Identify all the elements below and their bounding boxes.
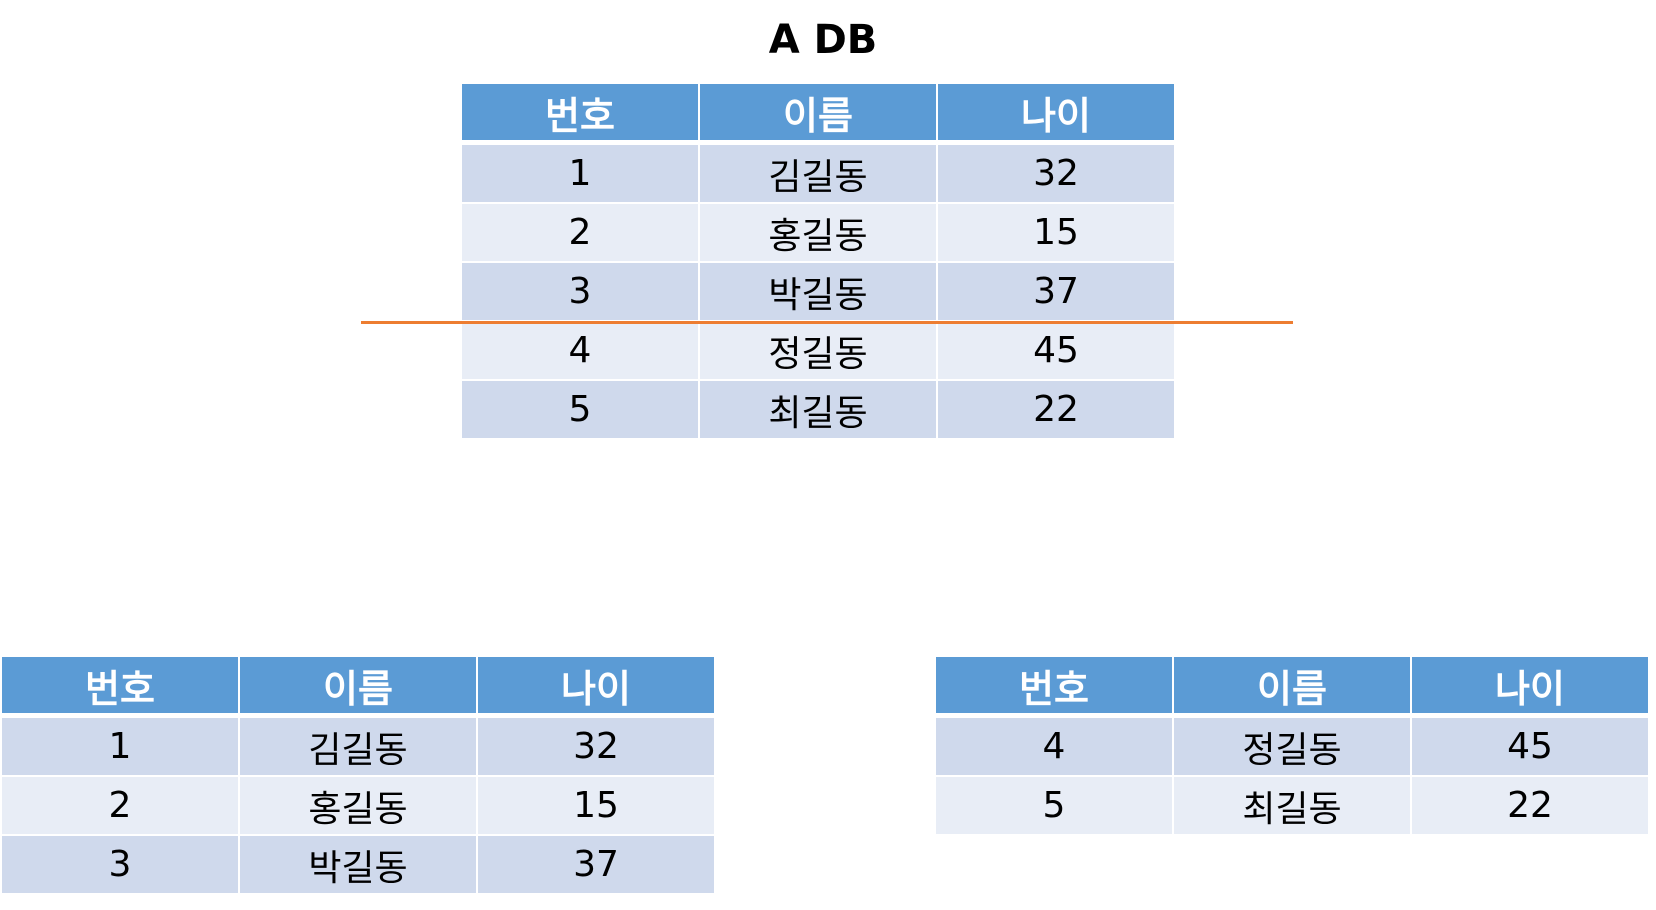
table-cell: 최길동	[700, 381, 936, 438]
table-cell: 5	[462, 381, 698, 438]
table-cell: 4	[936, 715, 1172, 775]
table-cell: 박길동	[240, 836, 476, 893]
table-cell: 박길동	[700, 263, 936, 320]
table-cell: 32	[478, 715, 714, 775]
table-cell: 홍길동	[240, 777, 476, 834]
table-cell: 37	[478, 836, 714, 893]
table-cell: 2	[462, 204, 698, 261]
table-cell: 15	[938, 204, 1174, 261]
table-cell: 45	[938, 322, 1174, 379]
split-line	[361, 321, 1293, 324]
table-cell: 45	[1412, 715, 1648, 775]
table-cell: 3	[2, 836, 238, 893]
table-cell: 15	[478, 777, 714, 834]
column-header: 번호	[936, 657, 1172, 713]
column-header: 이름	[1174, 657, 1410, 713]
table-cell: 3	[462, 263, 698, 320]
table-cell: 5	[936, 777, 1172, 834]
column-header: 이름	[700, 84, 936, 140]
table-cell: 22	[938, 381, 1174, 438]
table-cell: 정길동	[1174, 715, 1410, 775]
column-header: 나이	[478, 657, 714, 713]
table-cell: 김길동	[240, 715, 476, 775]
column-header: 나이	[1412, 657, 1648, 713]
table-cell: 37	[938, 263, 1174, 320]
table-cell: 2	[2, 777, 238, 834]
table-cell: 정길동	[700, 322, 936, 379]
table-cell: 김길동	[700, 142, 936, 202]
table-cell: 4	[462, 322, 698, 379]
table-cell: 홍길동	[700, 204, 936, 261]
table-cell: 32	[938, 142, 1174, 202]
table-cell: 22	[1412, 777, 1648, 834]
column-header: 나이	[938, 84, 1174, 140]
diagram-title: A DB	[768, 17, 878, 63]
table-cell: 최길동	[1174, 777, 1410, 834]
table-cell: 1	[2, 715, 238, 775]
column-header: 번호	[2, 657, 238, 713]
table-cell: 1	[462, 142, 698, 202]
column-header: 번호	[462, 84, 698, 140]
column-header: 이름	[240, 657, 476, 713]
